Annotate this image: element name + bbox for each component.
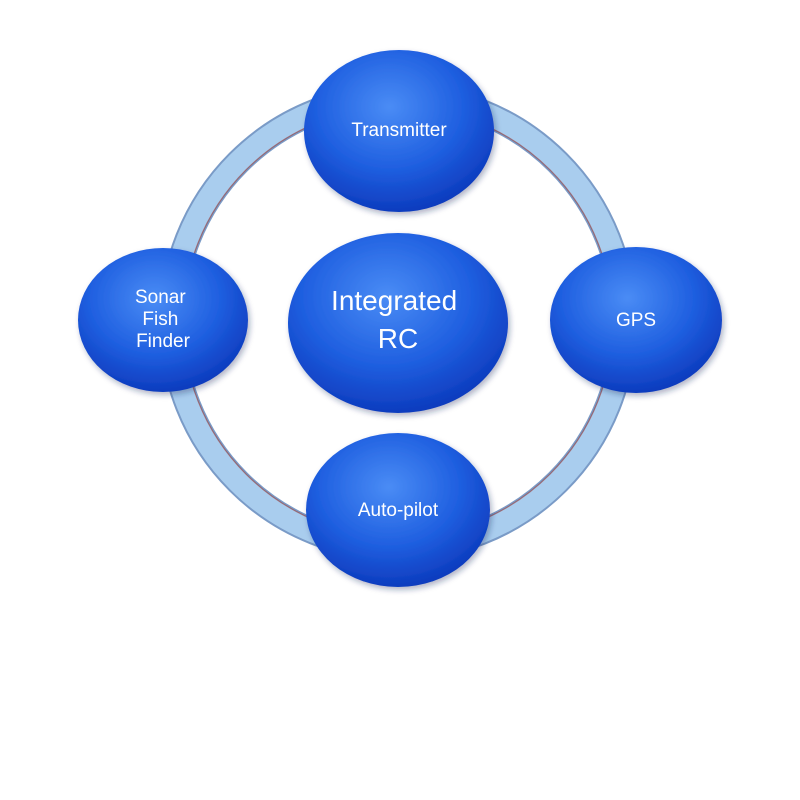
center-node-label: Integrated RC (331, 285, 465, 354)
node-gps-label: GPS (616, 310, 656, 331)
node-gps: GPS (550, 247, 722, 393)
node-sonar-fish-finder-label: Sonar Fish Finder (135, 287, 191, 352)
node-transmitter-label: Transmitter (351, 120, 447, 141)
node-transmitter: Transmitter (304, 50, 494, 212)
node-auto-pilot: Auto-pilot (306, 433, 490, 587)
center-node-integrated-rc: Integrated RC (288, 233, 508, 413)
node-auto-pilot-label: Auto-pilot (358, 500, 439, 521)
node-sonar-fish-finder: Sonar Fish Finder (78, 248, 248, 392)
